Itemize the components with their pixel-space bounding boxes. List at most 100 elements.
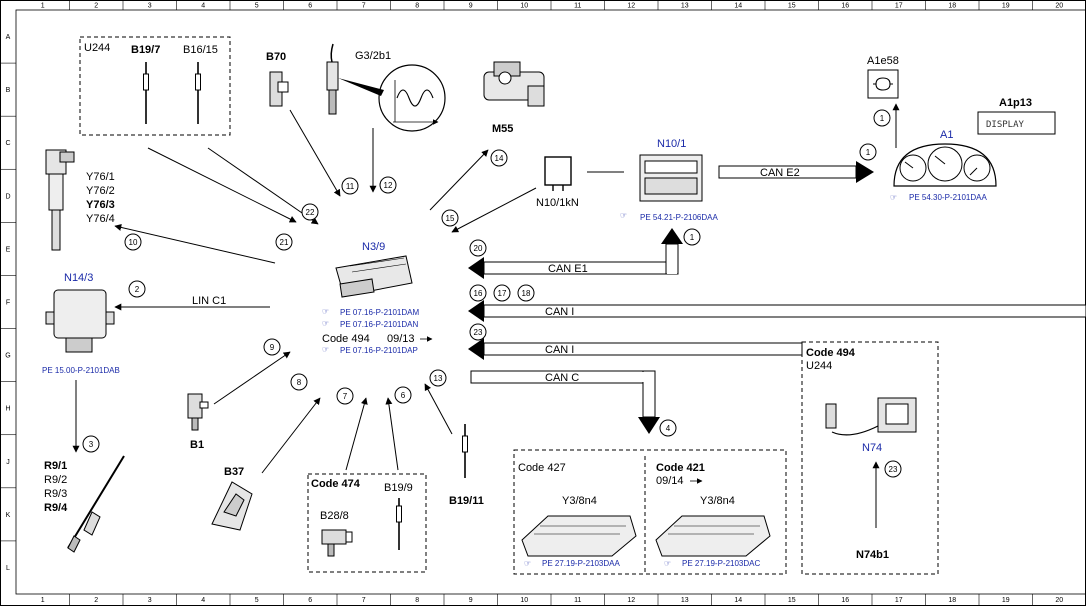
grid-col-6-top: 6 (308, 3, 312, 10)
arrow-code474 (345, 397, 368, 471)
grid-col-2-top: 2 (94, 3, 98, 10)
callout-7: 7 (336, 387, 354, 405)
b37-pedal-sensor-icon (211, 481, 253, 531)
b1-label: B1 (190, 439, 204, 451)
y3-b-ref-icon: ☞ (664, 559, 671, 568)
arrow-b19-9 (385, 397, 399, 471)
b19-7-label: B19/7 (131, 44, 160, 56)
svg-text:10: 10 (129, 238, 138, 247)
grid-col-20-bottom: 20 (1055, 597, 1063, 604)
callout-18: 18 (517, 284, 535, 302)
callout-circles: 1 1 1 2 3 4 6 7 8 9 10 11 12 13 14 15 16… (82, 109, 902, 478)
arrow-b1 (213, 351, 291, 405)
grid-col-16-bottom: 16 (841, 597, 849, 604)
glow-plug-icon (67, 455, 125, 553)
can-e1-arrowhead (468, 257, 484, 279)
can-e1-label: CAN E1 (548, 263, 588, 275)
callout-2: 2 (128, 280, 146, 298)
a1p13-display-text: DISPLAY (986, 120, 1025, 130)
callout-11: 11 (341, 177, 359, 195)
a1-label: A1 (940, 129, 953, 141)
can-e2-label: CAN E2 (760, 167, 800, 179)
code427-label: Code 427 (518, 462, 566, 474)
a1p13-label: A1p13 (999, 97, 1032, 109)
grid-col-18-top: 18 (948, 3, 956, 10)
callout-23b: 23 (884, 460, 902, 478)
grid-row-A: A (6, 34, 11, 41)
b19-11-label: B19/11 (449, 495, 484, 507)
n14-3-glow-control-icon (45, 289, 115, 353)
code494-right-label: Code 494 (806, 347, 856, 359)
grid-col-14-top: 14 (734, 3, 742, 10)
can-e1-up-arrowhead (661, 228, 683, 244)
injector-icon (45, 149, 75, 251)
svg-text:12: 12 (384, 181, 393, 190)
n14-3-label: N14/3 (64, 272, 93, 284)
grid-col-12-top: 12 (627, 3, 635, 10)
n10-1-ref: PE 54.21-P-2106DAA (640, 213, 718, 222)
r9-2-label: R9/2 (44, 474, 67, 486)
callout-14: 14 (490, 149, 508, 167)
code474-label: Code 474 (311, 478, 361, 490)
can-i-2-label: CAN I (545, 344, 574, 356)
callout-6: 6 (394, 386, 412, 404)
n74-nox-sensor-icon (825, 397, 917, 436)
u244-right-label: U244 (806, 360, 832, 372)
grid-col-9-top: 9 (469, 3, 473, 10)
signal-arrows (72, 103, 900, 528)
svg-text:17: 17 (498, 289, 507, 298)
code494-dashed-box (801, 341, 939, 575)
grid-col-19-bottom: 19 (1002, 597, 1010, 604)
b70-label: B70 (266, 51, 286, 63)
can-i-bus-2 (483, 342, 803, 356)
svg-text:2: 2 (135, 285, 140, 294)
n3-9-ref3: PE 07.16-P-2101DAP (340, 346, 418, 355)
grid-row-E: E (6, 246, 11, 253)
waveform-scope-icon (378, 64, 446, 132)
grid-col-13-top: 13 (681, 3, 689, 10)
callout-3: 3 (82, 435, 100, 453)
svg-text:23: 23 (474, 328, 483, 337)
svg-text:23: 23 (889, 465, 898, 474)
svg-text:20: 20 (474, 244, 483, 253)
grid-col-3-bottom: 3 (148, 597, 152, 604)
callout-13: 13 (429, 369, 447, 387)
y76-1-label: Y76/1 (86, 171, 115, 183)
m55-actuator-icon (483, 61, 545, 107)
arrow-y76 (114, 224, 276, 264)
grid-row-H: H (5, 406, 10, 413)
svg-text:7: 7 (343, 392, 348, 401)
m55-label: M55 (492, 123, 513, 135)
grid-col-17-top: 17 (895, 3, 903, 10)
code474-dashed-box (307, 473, 427, 573)
grid-col-6-bottom: 6 (308, 597, 312, 604)
glow-plug-indicator-icon (873, 77, 893, 91)
valve-body-b-icon (655, 515, 771, 557)
grid-col-4-bottom: 4 (201, 597, 205, 604)
callout-15: 15 (441, 209, 459, 227)
n3-9-ref2-icon: ☞ (322, 319, 329, 328)
grid-col-5-top: 5 (255, 3, 259, 10)
a1-ref: PE 54.30-P-2101DAA (909, 193, 987, 202)
svg-text:14: 14 (495, 154, 504, 163)
lin-c1-label: LIN C1 (192, 295, 226, 307)
callout-16: 16 (469, 284, 487, 302)
code421-label: Code 421 (656, 462, 705, 474)
scope-pointer (338, 78, 384, 96)
b1-sensor-icon (187, 393, 209, 431)
arrow-b37 (261, 397, 321, 474)
b19-9-label: B19/9 (384, 482, 413, 494)
callout-4: 4 (659, 419, 677, 437)
grid-col-8-bottom: 8 (415, 597, 419, 604)
n3-9-ref2: PE 07.16-P-2101DAN (340, 320, 418, 329)
r9-4-label: R9/4 (44, 502, 68, 514)
arrow-b16-15 (207, 147, 319, 225)
y3-a-ref-icon: ☞ (524, 559, 531, 568)
grid-row-C: C (5, 140, 10, 147)
callout-23a: 23 (469, 323, 487, 341)
can-c-label: CAN C (545, 372, 579, 384)
grid-row-G: G (5, 353, 10, 360)
svg-text:11: 11 (346, 182, 355, 191)
